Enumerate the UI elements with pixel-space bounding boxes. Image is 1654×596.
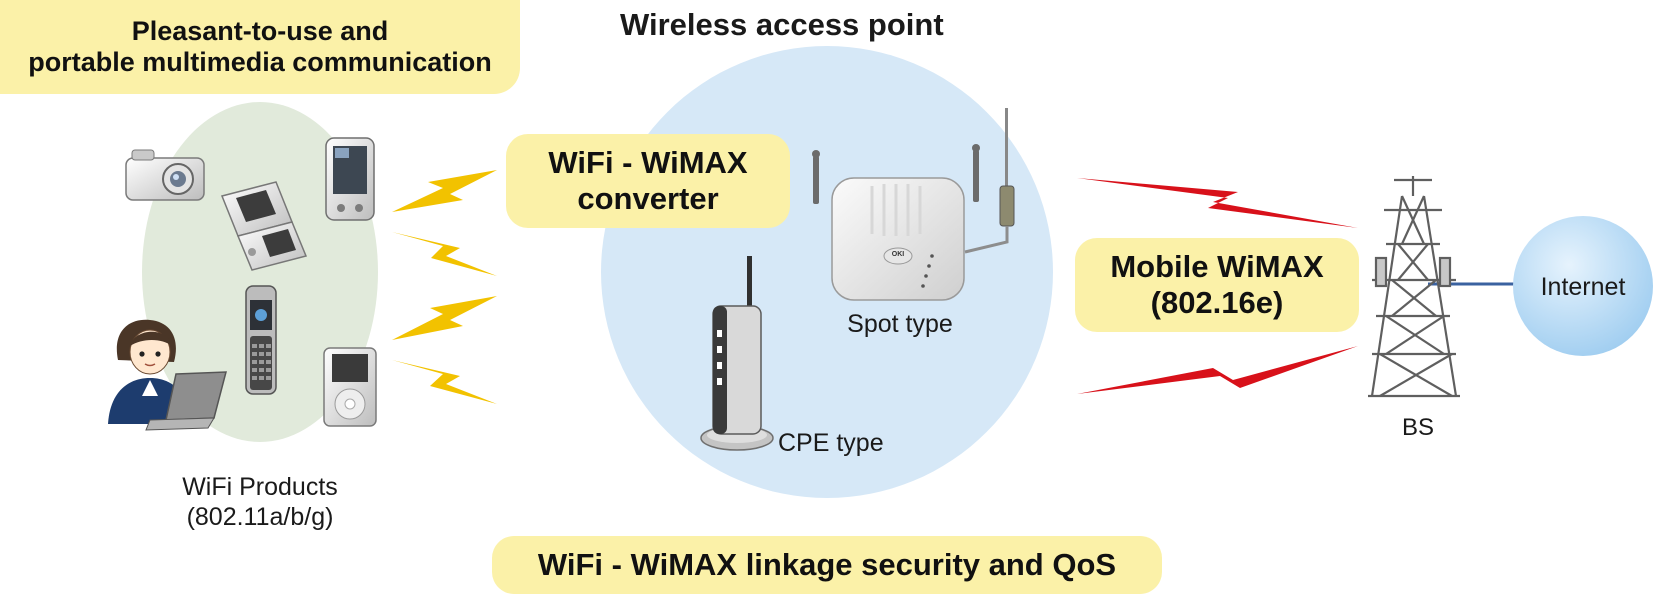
portable-communication-line2: portable multimedia communication	[28, 47, 492, 77]
wifi-bolt-3	[392, 296, 497, 340]
wifi-bolt-4	[392, 360, 497, 404]
portable-communication-box: Pleasant-to-use and portable multimedia …	[0, 0, 520, 94]
wimax-bolt-bottom	[1077, 346, 1358, 394]
base-station-tower-icon	[1368, 176, 1460, 398]
spot-type-label: Spot type	[847, 310, 953, 338]
mobile-wimax-box: Mobile WiMAX (802.16e)	[1075, 238, 1359, 332]
converter-line1: WiFi - WiMAX	[548, 145, 748, 180]
cpe-type-device-icon	[700, 256, 774, 451]
wifi-bolt-2	[392, 232, 497, 276]
mobile-wimax-line1: Mobile WiMAX	[1110, 249, 1324, 284]
user-with-laptop-icon	[108, 319, 227, 431]
mobile-wimax-line2: (802.16e)	[1150, 285, 1284, 320]
spot-type-access-point-icon	[812, 108, 1015, 301]
spot-brand-label: OKI	[891, 251, 905, 258]
internet-label: Internet	[1540, 273, 1626, 301]
wifi-products-label: WiFi Products (802.11a/b/g)	[150, 472, 370, 532]
wimax-signal-bolts	[1077, 178, 1358, 394]
wifi-signal-bolts	[392, 170, 497, 404]
portable-communication-line1: Pleasant-to-use and	[131, 16, 389, 46]
pda-icon	[325, 137, 375, 221]
cpe-type-label: CPE type	[778, 429, 884, 457]
wifi-products-line2: (802.11a/b/g)	[186, 503, 334, 531]
camera-icon	[125, 149, 205, 201]
wifi-products-line1: WiFi Products	[182, 473, 338, 501]
converter-box: WiFi - WiMAX converter	[506, 134, 790, 228]
mobile-phone-icon	[245, 285, 277, 395]
linkage-security-qos-box: WiFi - WiMAX linkage security and QoS	[492, 536, 1162, 594]
music-player-icon	[323, 347, 377, 427]
bs-label: BS	[1401, 414, 1434, 441]
access-point-title: Wireless access point	[620, 7, 944, 42]
converter-line2: converter	[577, 181, 719, 216]
handheld-game-icon	[220, 181, 308, 271]
wimax-bolt-top	[1077, 178, 1358, 228]
internet-cloud	[1513, 216, 1653, 356]
wifi-bolt-1	[392, 170, 497, 212]
